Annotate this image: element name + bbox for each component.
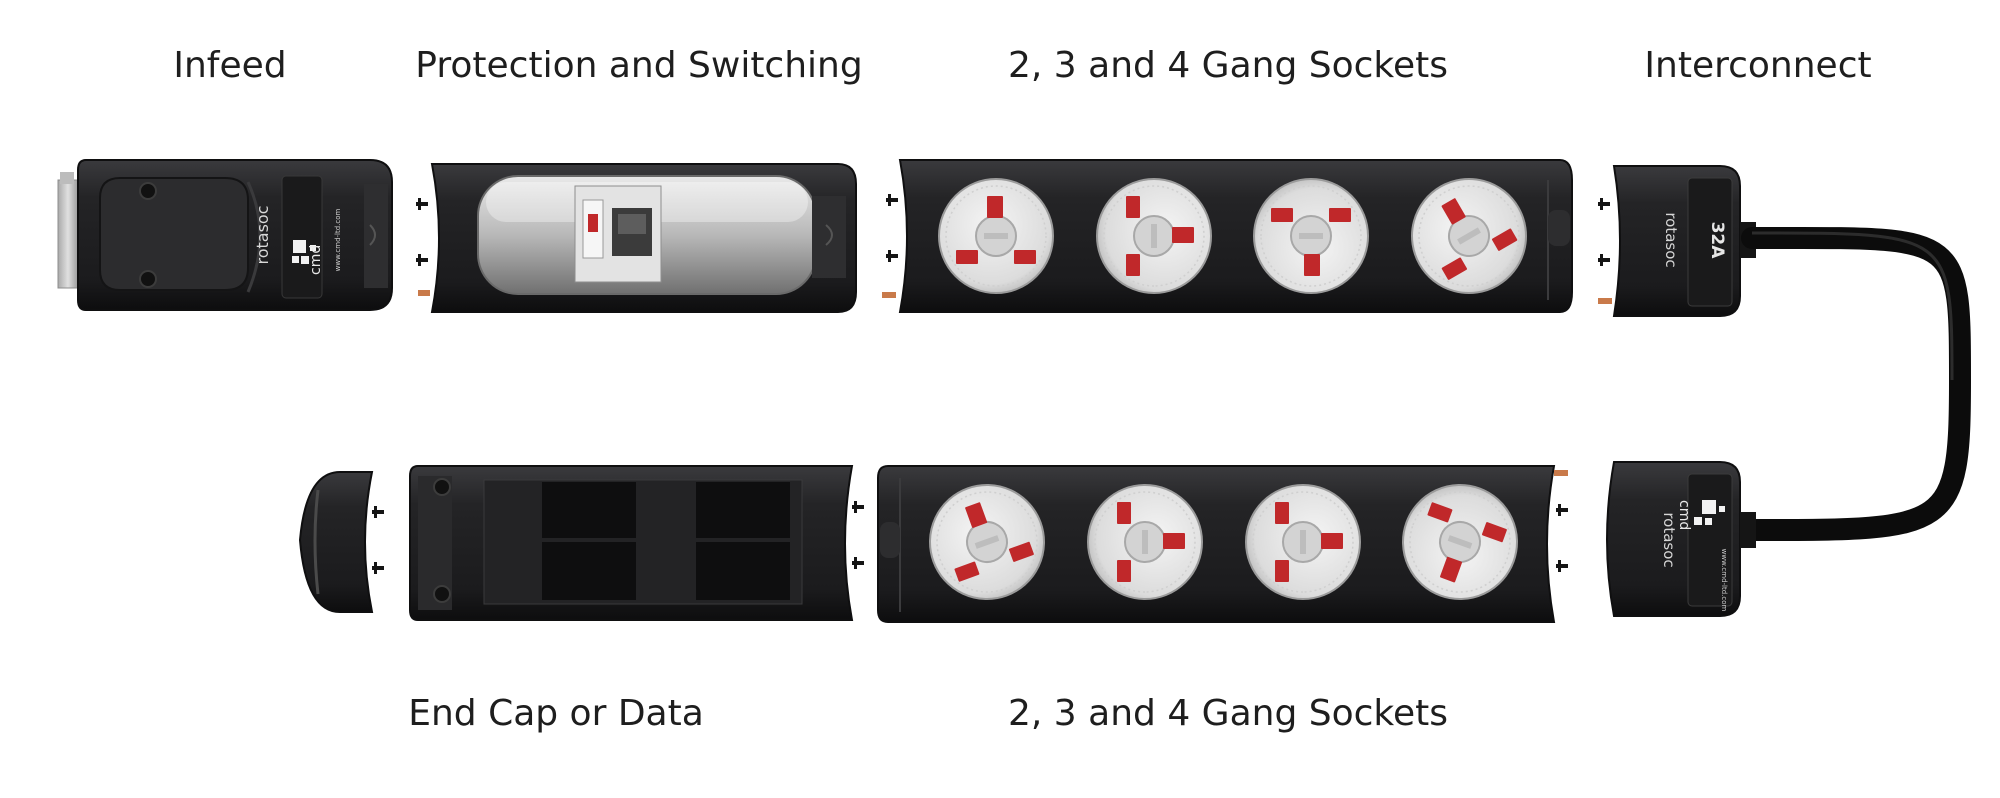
website-text-interconnect: www.cmd-ltd.com: [1720, 549, 1728, 612]
socket-top-1: [938, 178, 1054, 294]
infeed-module: rotasoc cmd www.cmd-ltd.com: [57, 159, 393, 311]
data-port-1: [542, 482, 636, 538]
data-port-4: [696, 542, 790, 600]
interconnect-module-bottom: cmd rotasoc www.cmd-ltd.com: [1606, 461, 1756, 617]
interconnect-cable: [1741, 226, 1972, 541]
gang-sockets-module-top: [882, 157, 1573, 315]
socket-bottom-3: [1245, 484, 1361, 600]
brand-text-interconnect-top: rotasoc: [1662, 212, 1680, 267]
protection-switching-module: [416, 163, 857, 313]
label-gang-sockets-bottom: 2, 3 and 4 Gang Sockets: [1008, 693, 1448, 734]
label-end-cap-data: End Cap or Data: [408, 693, 704, 734]
socket-bottom-2: [1087, 484, 1203, 600]
brand-text-interconnect-bottom: rotasoc: [1660, 512, 1678, 567]
label-protection-switching: Protection and Switching: [415, 45, 863, 86]
gang-sockets-module-bottom: [877, 465, 1568, 623]
brand-text-infeed: rotasoc: [253, 205, 272, 264]
data-module: [409, 465, 864, 621]
data-port-2: [542, 542, 636, 600]
interconnect-module-top: 32A rotasoc: [1598, 165, 1756, 317]
label-interconnect: Interconnect: [1644, 45, 1872, 86]
socket-top-2: [1096, 178, 1212, 294]
label-infeed: Infeed: [173, 45, 287, 86]
maker-text-interconnect: cmd: [1676, 500, 1692, 530]
socket-top-3: [1253, 178, 1369, 294]
data-port-3: [696, 482, 790, 538]
rating-text: 32A: [1707, 222, 1727, 260]
maker-text-infeed: cmd: [308, 245, 324, 275]
website-text-infeed: www.cmd-ltd.com: [334, 208, 342, 271]
label-gang-sockets-top: 2, 3 and 4 Gang Sockets: [1008, 45, 1448, 86]
end-cap-module: [298, 471, 384, 613]
